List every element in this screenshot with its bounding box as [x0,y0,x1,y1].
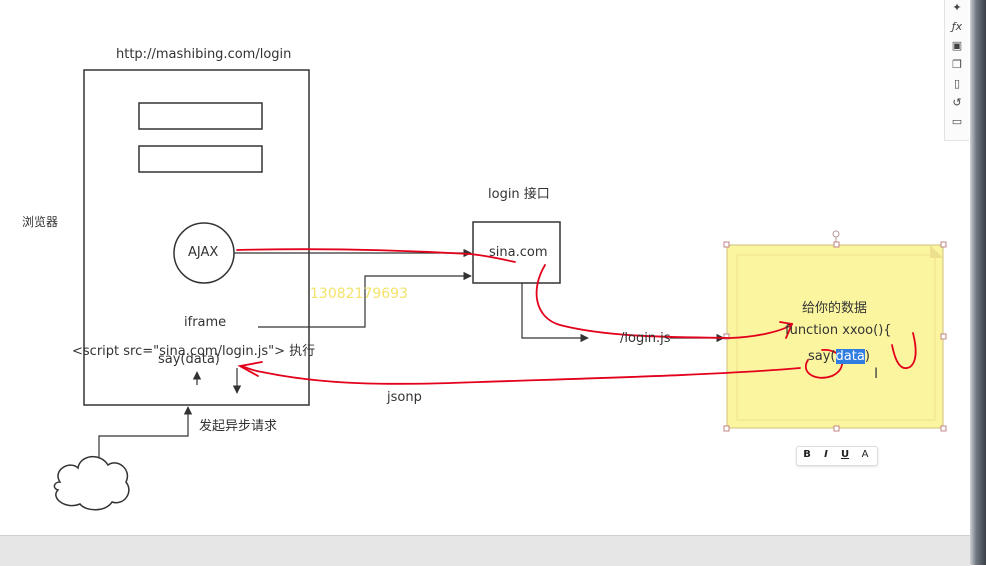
server-title-label: login 接口 [488,187,550,202]
page-icon[interactable]: ▯ [953,77,961,90]
browser-url-label: http://mashibing.com/login [116,47,292,62]
note-call-line[interactable]: say(data) [808,349,870,364]
diagram-shapes [53,69,947,511]
iframe-to-server-arrow [258,271,472,328]
red-arrowhead-say [237,361,263,377]
red-ajax-to-server [236,248,516,263]
note-function-line[interactable]: function xxoo(){ [785,323,892,338]
whiteboard-canvas[interactable]: http://mashibing.com/login 浏览器 AJAX ifra… [0,0,970,535]
cloud-to-browser-arrow [98,406,193,470]
rotate-handle [832,230,840,238]
ajax-label: AJAX [188,245,219,260]
window-edge [970,0,986,565]
bold-button[interactable]: B [803,449,811,460]
italic-button[interactable]: I [824,449,828,460]
jsonp-label: jsonp [387,390,422,405]
sticky-note-frame [726,244,944,429]
camera-icon[interactable]: ▣ [951,39,963,52]
crosshair-icon[interactable]: ✦ [952,1,962,14]
async-request-label: 发起异步请求 [199,419,278,434]
cloud-shape [53,456,130,511]
copy-icon[interactable]: ❐ [952,58,962,71]
login-js-label: /login.js [620,331,671,346]
login-input-password [138,145,263,173]
note-title[interactable]: 给你的数据 [802,301,868,316]
script-tag-label: <script src="sina.com/login.js"> 执行 [72,344,316,359]
underline-button[interactable]: U [840,449,850,460]
sticky-note-fold [930,245,943,258]
history-icon[interactable]: ↺ [952,96,962,109]
comment-icon[interactable]: ▭ [951,115,963,128]
red-check-mark [891,332,917,370]
server-to-loginjs-arrow [521,283,589,343]
font-color-button[interactable]: A [861,449,869,460]
browser-side-label: 浏览器 [22,215,59,229]
red-arrowhead-note [779,321,794,339]
note-call-selected[interactable]: data [835,349,865,364]
text-format-toolbar [796,446,878,466]
right-toolbar: ✦ ƒx ▣ ❐ ▯ ↺ ▭ [944,0,969,141]
login-input-username [138,102,263,130]
red-annotation-strokes [236,248,917,385]
server-host-label: sina.com [489,245,548,260]
resize-handles [723,241,947,432]
sina-server-box [472,221,561,284]
watermark-text: 13082179693 [310,286,408,302]
browser-window-box [83,69,310,406]
note-call-prefix: say( [808,349,836,364]
bottom-status-bar [0,535,970,566]
red-jsonp-return [241,365,801,385]
say-data-label: say(data) [158,352,220,367]
text-cursor-icon: Ⅰ [874,366,879,382]
red-server-to-note [535,264,793,339]
fx-icon[interactable]: ƒx [951,20,963,33]
note-call-suffix: ) [864,349,870,364]
iframe-label: iframe [184,315,227,330]
